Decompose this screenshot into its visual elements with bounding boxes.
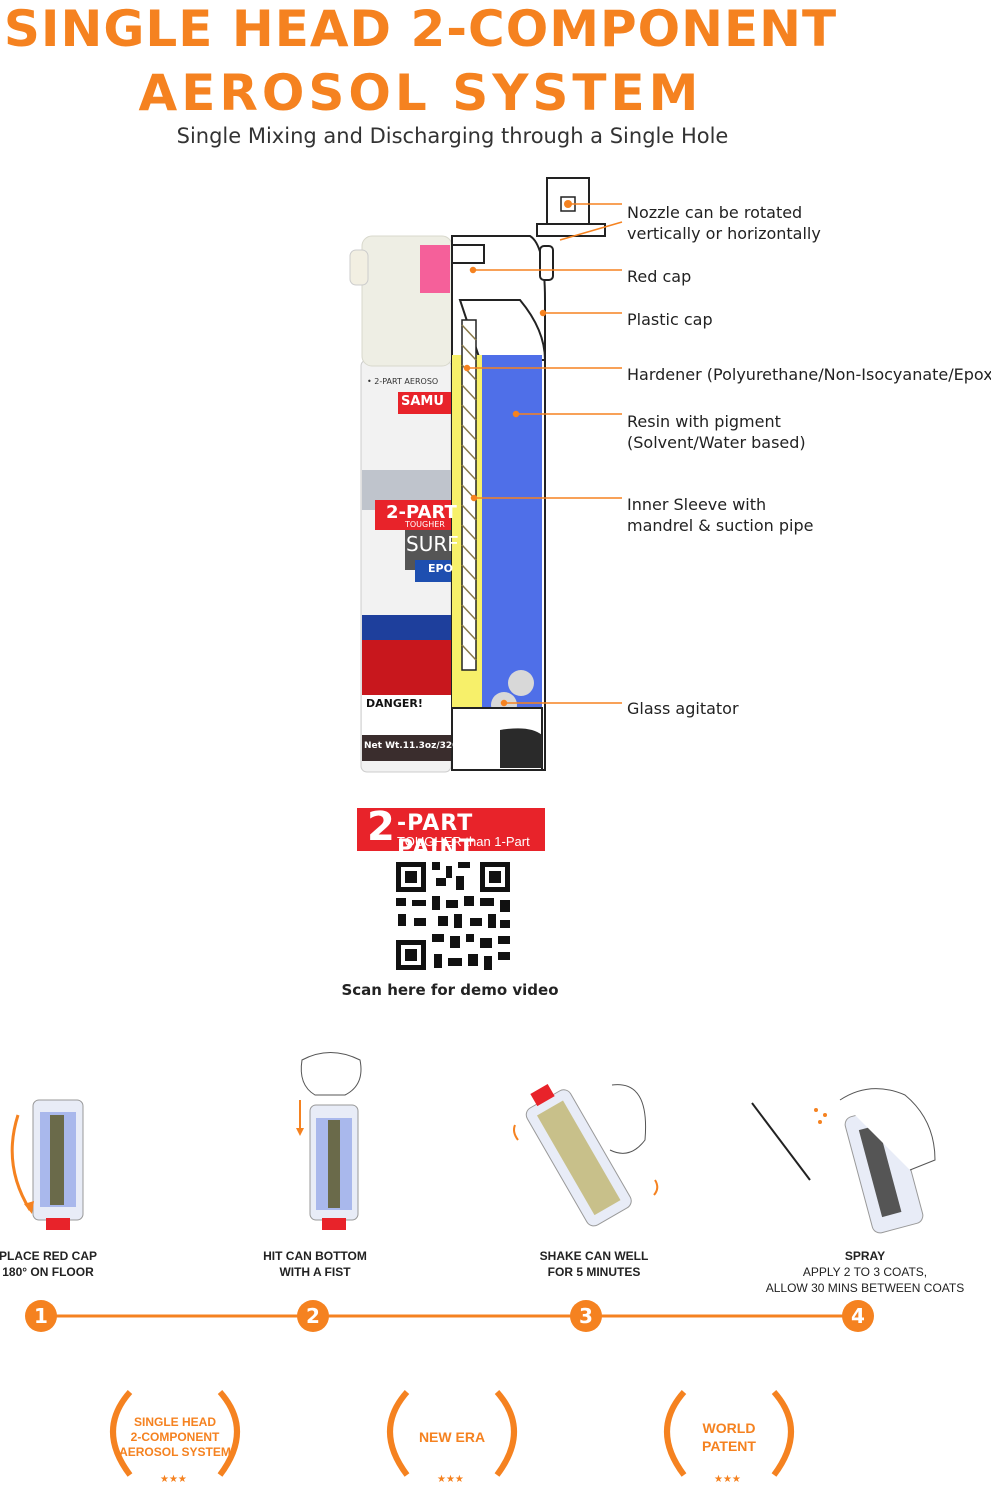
badge-single-head: SINGLE HEAD 2-COMPONENT AEROSOL SYSTEM: [100, 1382, 250, 1492]
step-2-title: HIT CAN BOTTOM: [263, 1249, 367, 1263]
step-2-number: 2: [297, 1300, 329, 1332]
step-2-caption: HIT CAN BOTTOM WITH A FIST: [205, 1248, 425, 1280]
resin-label-line2: (Solvent/Water based): [627, 433, 806, 452]
badge-1-line1: SINGLE HEAD: [133, 1414, 216, 1429]
svg-text:★★★: ★★★: [437, 1474, 464, 1485]
sleeve-label-line2: mandrel & suction pipe: [627, 516, 814, 535]
two-part-paint-banner: 2 -PART PAINT TOUGHER than 1-Part: [357, 804, 545, 861]
step-1-title: PLACE RED CAP: [0, 1249, 97, 1263]
can-epo-text: EPO: [428, 562, 453, 575]
can-photo-half: [349, 235, 453, 773]
badge-single-head-text: SINGLE HEAD 2-COMPONENT AEROSOL SYSTEM: [100, 1382, 250, 1492]
can-net-weight: Net Wt.11.3oz/320g: [364, 741, 465, 751]
step-1-sub: 180° ON FLOOR: [2, 1265, 94, 1279]
banner-subtitle: TOUGHER than 1-Part: [397, 834, 530, 849]
svg-text:★★★: ★★★: [160, 1474, 187, 1485]
banner-number: 2: [367, 804, 395, 850]
can-cutaway-half: [451, 235, 554, 771]
step-3-number: 3: [570, 1300, 602, 1332]
step-3-illustration: [513, 1083, 659, 1227]
can-surf-text: SURF: [406, 532, 459, 556]
can-part-text: 2-PART: [386, 502, 457, 523]
page-subtitle: Single Mixing and Discharging through a …: [176, 124, 729, 148]
step-4-caption: SPRAY APPLY 2 TO 3 COATS, ALLOW 30 MINS …: [755, 1248, 975, 1296]
badge-world-patent-text: WORLD PATENT: [654, 1382, 804, 1492]
callout-lines: [463, 203, 623, 707]
step-1-caption: PLACE RED CAP 180° ON FLOOR: [0, 1248, 158, 1280]
step-2-illustration: [296, 1052, 362, 1230]
agitator-label: Glass agitator: [627, 699, 739, 718]
sleeve-label-line1: Inner Sleeve with: [627, 495, 767, 514]
laurel-badge-3: ★★★: [664, 1390, 794, 1485]
banner-title: -PART PAINT: [397, 811, 475, 861]
step-4-number: 4: [842, 1300, 874, 1332]
step-4-sub2: ALLOW 30 MINS BETWEEN COATS: [765, 1281, 965, 1295]
step-4-sub: APPLY 2 TO 3 COATS,: [802, 1265, 928, 1279]
step-1-number: 1: [25, 1300, 57, 1332]
step-2-sub: WITH A FIST: [279, 1265, 351, 1279]
badge-world-patent: WORLD PATENT: [654, 1382, 804, 1492]
sleeve-label: Inner Sleeve with mandrel & suction pipe: [627, 494, 813, 536]
page-title-line1: SINGLE HEAD 2-COMPONENT: [3, 0, 838, 58]
can-top-strip: • 2-PART AEROSO: [367, 377, 439, 386]
badge-1-line2: 2-COMPONENT: [130, 1429, 220, 1444]
can-tougher-text: TOUGHER: [405, 520, 445, 529]
badge-new-era: NEW ERA: [377, 1382, 527, 1492]
laurel-badge-1: ★★★: [110, 1390, 240, 1485]
step-3-sub: FOR 5 MINUTES: [547, 1265, 641, 1279]
page-title-line2: AEROSOL SYSTEM: [138, 64, 703, 122]
nozzle-label-line1: Nozzle can be rotated: [627, 203, 803, 222]
svg-text:★★★: ★★★: [714, 1474, 741, 1485]
red-cap-label: Red cap: [627, 267, 692, 286]
step-4-illustration: [751, 1088, 936, 1234]
scan-qr-caption: Scan here for demo video: [341, 981, 559, 999]
step-4-title: SPRAY: [844, 1249, 886, 1263]
badge-1-line3: AEROSOL SYSTEM: [119, 1444, 231, 1459]
badge-3-line1: WORLD: [702, 1420, 756, 1436]
nozzle-illustration: [536, 177, 606, 237]
step-1-illustration: [10, 1099, 84, 1230]
resin-label: Resin with pigment (Solvent/Water based): [627, 411, 806, 453]
nozzle-label: Nozzle can be rotated vertically or hori…: [627, 202, 821, 244]
step-3-caption: SHAKE CAN WELL FOR 5 MINUTES: [484, 1248, 704, 1280]
badge-new-era-text: NEW ERA: [377, 1382, 527, 1492]
badge-2-line1: NEW ERA: [418, 1428, 486, 1445]
hardener-label: Hardener (Polyurethane/Non-Isocyanate/Ep…: [627, 365, 991, 384]
can-danger-text: DANGER!: [366, 697, 423, 710]
resin-label-line1: Resin with pigment: [627, 412, 781, 431]
badge-3-line2: PATENT: [702, 1438, 756, 1454]
qr-code: [394, 860, 512, 972]
nozzle-label-line2: vertically or horizontally: [627, 224, 821, 243]
laurel-badge-2: ★★★: [387, 1390, 517, 1485]
can-brand: SAMU: [401, 394, 444, 409]
step-3-title: SHAKE CAN WELL: [539, 1249, 649, 1263]
plastic-cap-label: Plastic cap: [627, 310, 713, 329]
